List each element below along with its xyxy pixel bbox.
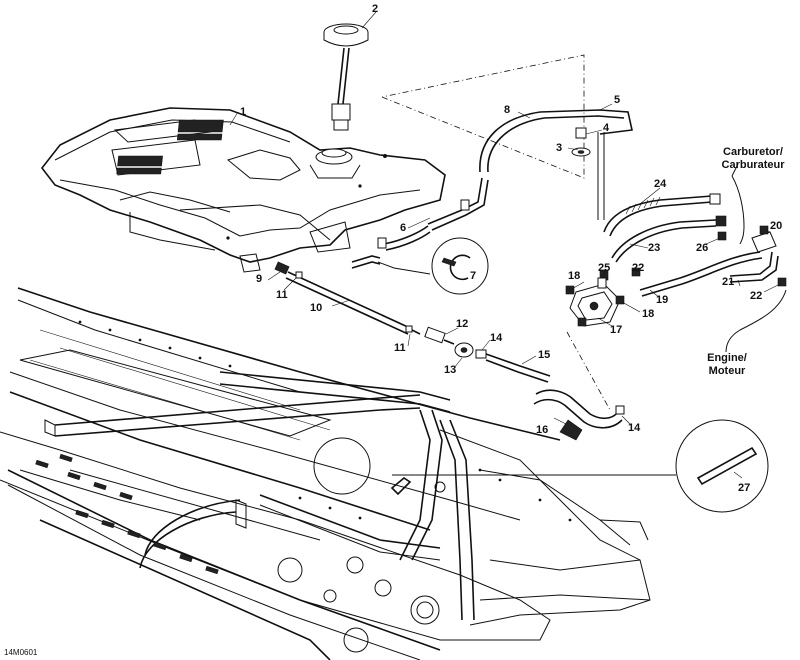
reference-line: [566, 331, 611, 411]
callout-11a: 11: [276, 289, 288, 301]
callout-4: 4: [603, 122, 610, 134]
warning-decal: [116, 119, 224, 175]
callout-18a: 18: [568, 270, 581, 282]
check-valve: [571, 127, 591, 157]
callout-9: 9: [256, 273, 263, 285]
callout-2: 2: [372, 3, 379, 15]
callout-19: 19: [656, 294, 669, 306]
callout-5: 5: [614, 94, 621, 106]
callout-25: 25: [598, 262, 611, 274]
callout-24: 24: [654, 178, 667, 190]
fuel-pump: [565, 269, 625, 327]
drain-hose: [533, 389, 625, 441]
vent-hose: [427, 109, 633, 231]
vent-line: [351, 225, 489, 295]
leader-lines: [229, 11, 781, 479]
detail-circle: [431, 237, 489, 295]
reference-plane: [381, 54, 585, 179]
callout-13: 13: [444, 364, 457, 376]
callout-21: 21: [722, 276, 735, 288]
callout-20: 20: [770, 220, 783, 232]
detail-circle-27: [392, 419, 769, 513]
callout-1: 1: [240, 106, 247, 118]
carburetor-label: Carburetor/ Carburateur: [721, 146, 785, 171]
callout-15: 15: [538, 349, 551, 361]
callout-11b: 11: [394, 342, 406, 354]
fuel-hoses: [597, 163, 787, 353]
spring-clip: [449, 254, 471, 281]
callout-22a: 22: [632, 262, 645, 274]
callout-7: 7: [470, 270, 477, 282]
fuel-tank: [40, 107, 446, 273]
callout-3: 3: [556, 142, 563, 154]
callout-23: 23: [648, 242, 661, 254]
callout-26: 26: [696, 242, 709, 254]
chassis-frame: [0, 287, 651, 660]
callout-12: 12: [456, 318, 469, 330]
callout-14b: 14: [628, 422, 641, 434]
callout-22b: 22: [750, 290, 763, 302]
callout-17: 17: [610, 324, 623, 336]
engine-label: Engine/ Moteur: [707, 352, 747, 377]
vent-valve: [460, 199, 470, 211]
callout-16: 16: [536, 424, 549, 436]
callout-14a: 14: [490, 332, 503, 344]
fuel-cap: [323, 23, 369, 131]
callout-10: 10: [310, 302, 323, 314]
fuel-line: [274, 261, 551, 383]
callout-8: 8: [504, 104, 511, 116]
callout-18b: 18: [642, 308, 655, 320]
figure-code: 14M0601: [4, 648, 38, 657]
callout-27: 27: [738, 482, 751, 494]
callout-6: 6: [400, 222, 407, 234]
